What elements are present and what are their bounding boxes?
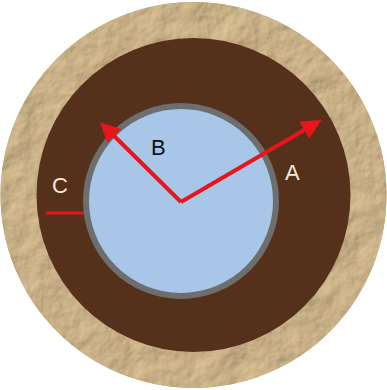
callout-letter: A <box>285 162 300 184</box>
pipe-circle <box>86 106 276 296</box>
callout-letter: C <box>52 175 68 197</box>
callout-letter: B <box>151 137 166 159</box>
backfill-ring <box>37 38 351 352</box>
radius-arrow-a <box>181 122 318 202</box>
thickness-mark-c <box>46 212 84 215</box>
radius-arrow-b <box>103 125 181 202</box>
